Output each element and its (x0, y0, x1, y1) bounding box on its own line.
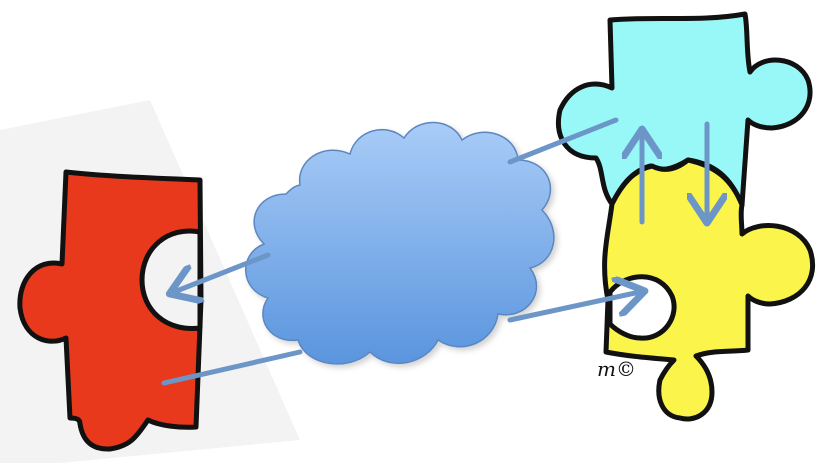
arrow-red-to-cloud (161, 349, 303, 386)
arrow-cloud-to-red (174, 252, 271, 292)
arrow-cloud-to-yellow (507, 292, 640, 323)
arrow-cyan-to-cloud (507, 117, 619, 165)
artist-signature: m© (597, 357, 636, 381)
cloud (245, 121, 555, 365)
red-puzzle-piece (17, 169, 204, 452)
